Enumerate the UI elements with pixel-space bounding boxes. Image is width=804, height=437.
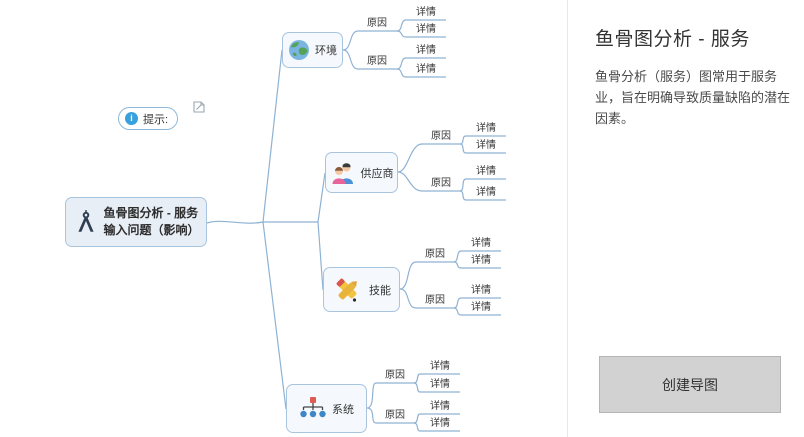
create-map-button[interactable]: 创建导图: [599, 356, 781, 413]
branch-node-skills[interactable]: 技能: [323, 267, 400, 312]
detail-label[interactable]: 详情: [416, 24, 436, 35]
panel-description: 鱼骨分析（服务）图常用于服务业，旨在明确导致质量缺陷的潜在因素。: [595, 69, 791, 127]
cause-label[interactable]: 原因: [431, 131, 451, 142]
mindmap-canvas[interactable]: i 提示: 鱼骨图分析 - 服务 输入问题（影响）: [0, 0, 566, 437]
root-node[interactable]: 鱼骨图分析 - 服务 输入问题（影响）: [65, 197, 207, 247]
root-title: 鱼骨图分析 - 服务: [103, 206, 199, 220]
cause-label[interactable]: 原因: [367, 18, 387, 29]
tip-node[interactable]: i 提示:: [118, 107, 179, 130]
detail-label[interactable]: 详情: [471, 238, 491, 249]
cause-label[interactable]: 原因: [385, 370, 405, 381]
info-icon: i: [125, 112, 138, 125]
detail-label[interactable]: 详情: [476, 166, 496, 177]
note-icon[interactable]: [192, 100, 206, 114]
people-icon: [330, 161, 356, 185]
detail-label[interactable]: 详情: [476, 140, 496, 151]
detail-label[interactable]: 详情: [430, 401, 450, 412]
detail-label[interactable]: 详情: [416, 64, 436, 75]
root-subtitle: 输入问题（影响）: [103, 223, 200, 237]
detail-label[interactable]: 详情: [430, 379, 450, 390]
branch-node-systems[interactable]: 系统: [286, 384, 367, 433]
panel-title: 鱼骨图分析 - 服务: [595, 29, 750, 50]
tools-icon: [332, 274, 364, 306]
globe-icon: [288, 39, 310, 61]
cause-label[interactable]: 原因: [425, 249, 445, 260]
detail-label[interactable]: 详情: [430, 361, 450, 372]
detail-label[interactable]: 详情: [471, 255, 491, 266]
detail-label[interactable]: 详情: [476, 187, 496, 198]
detail-label[interactable]: 详情: [430, 418, 450, 429]
branch-label: 技能: [369, 284, 391, 297]
branch-node-environment[interactable]: 环境: [282, 32, 343, 68]
detail-label[interactable]: 详情: [471, 285, 491, 296]
side-panel: 鱼骨图分析 - 服务 鱼骨分析（服务）图常用于服务业，旨在明确导致质量缺陷的潜在…: [567, 0, 804, 437]
cause-label[interactable]: 原因: [425, 295, 445, 306]
branch-label: 环境: [315, 45, 337, 57]
branch-label: 供应商: [360, 167, 394, 180]
detail-label[interactable]: 详情: [416, 45, 436, 56]
org-chart-icon: [299, 396, 327, 422]
connector-lines: [206, 19, 506, 432]
cause-label[interactable]: 原因: [367, 56, 387, 67]
branch-node-suppliers[interactable]: 供应商: [325, 152, 398, 193]
detail-label[interactable]: 详情: [471, 302, 491, 313]
cause-label[interactable]: 原因: [431, 178, 451, 189]
cause-label[interactable]: 原因: [385, 410, 405, 421]
detail-label[interactable]: 详情: [476, 123, 496, 134]
branch-label: 系统: [332, 403, 354, 416]
tip-label: 提示:: [143, 113, 169, 126]
compass-icon: [73, 209, 99, 235]
detail-label[interactable]: 详情: [416, 7, 436, 18]
